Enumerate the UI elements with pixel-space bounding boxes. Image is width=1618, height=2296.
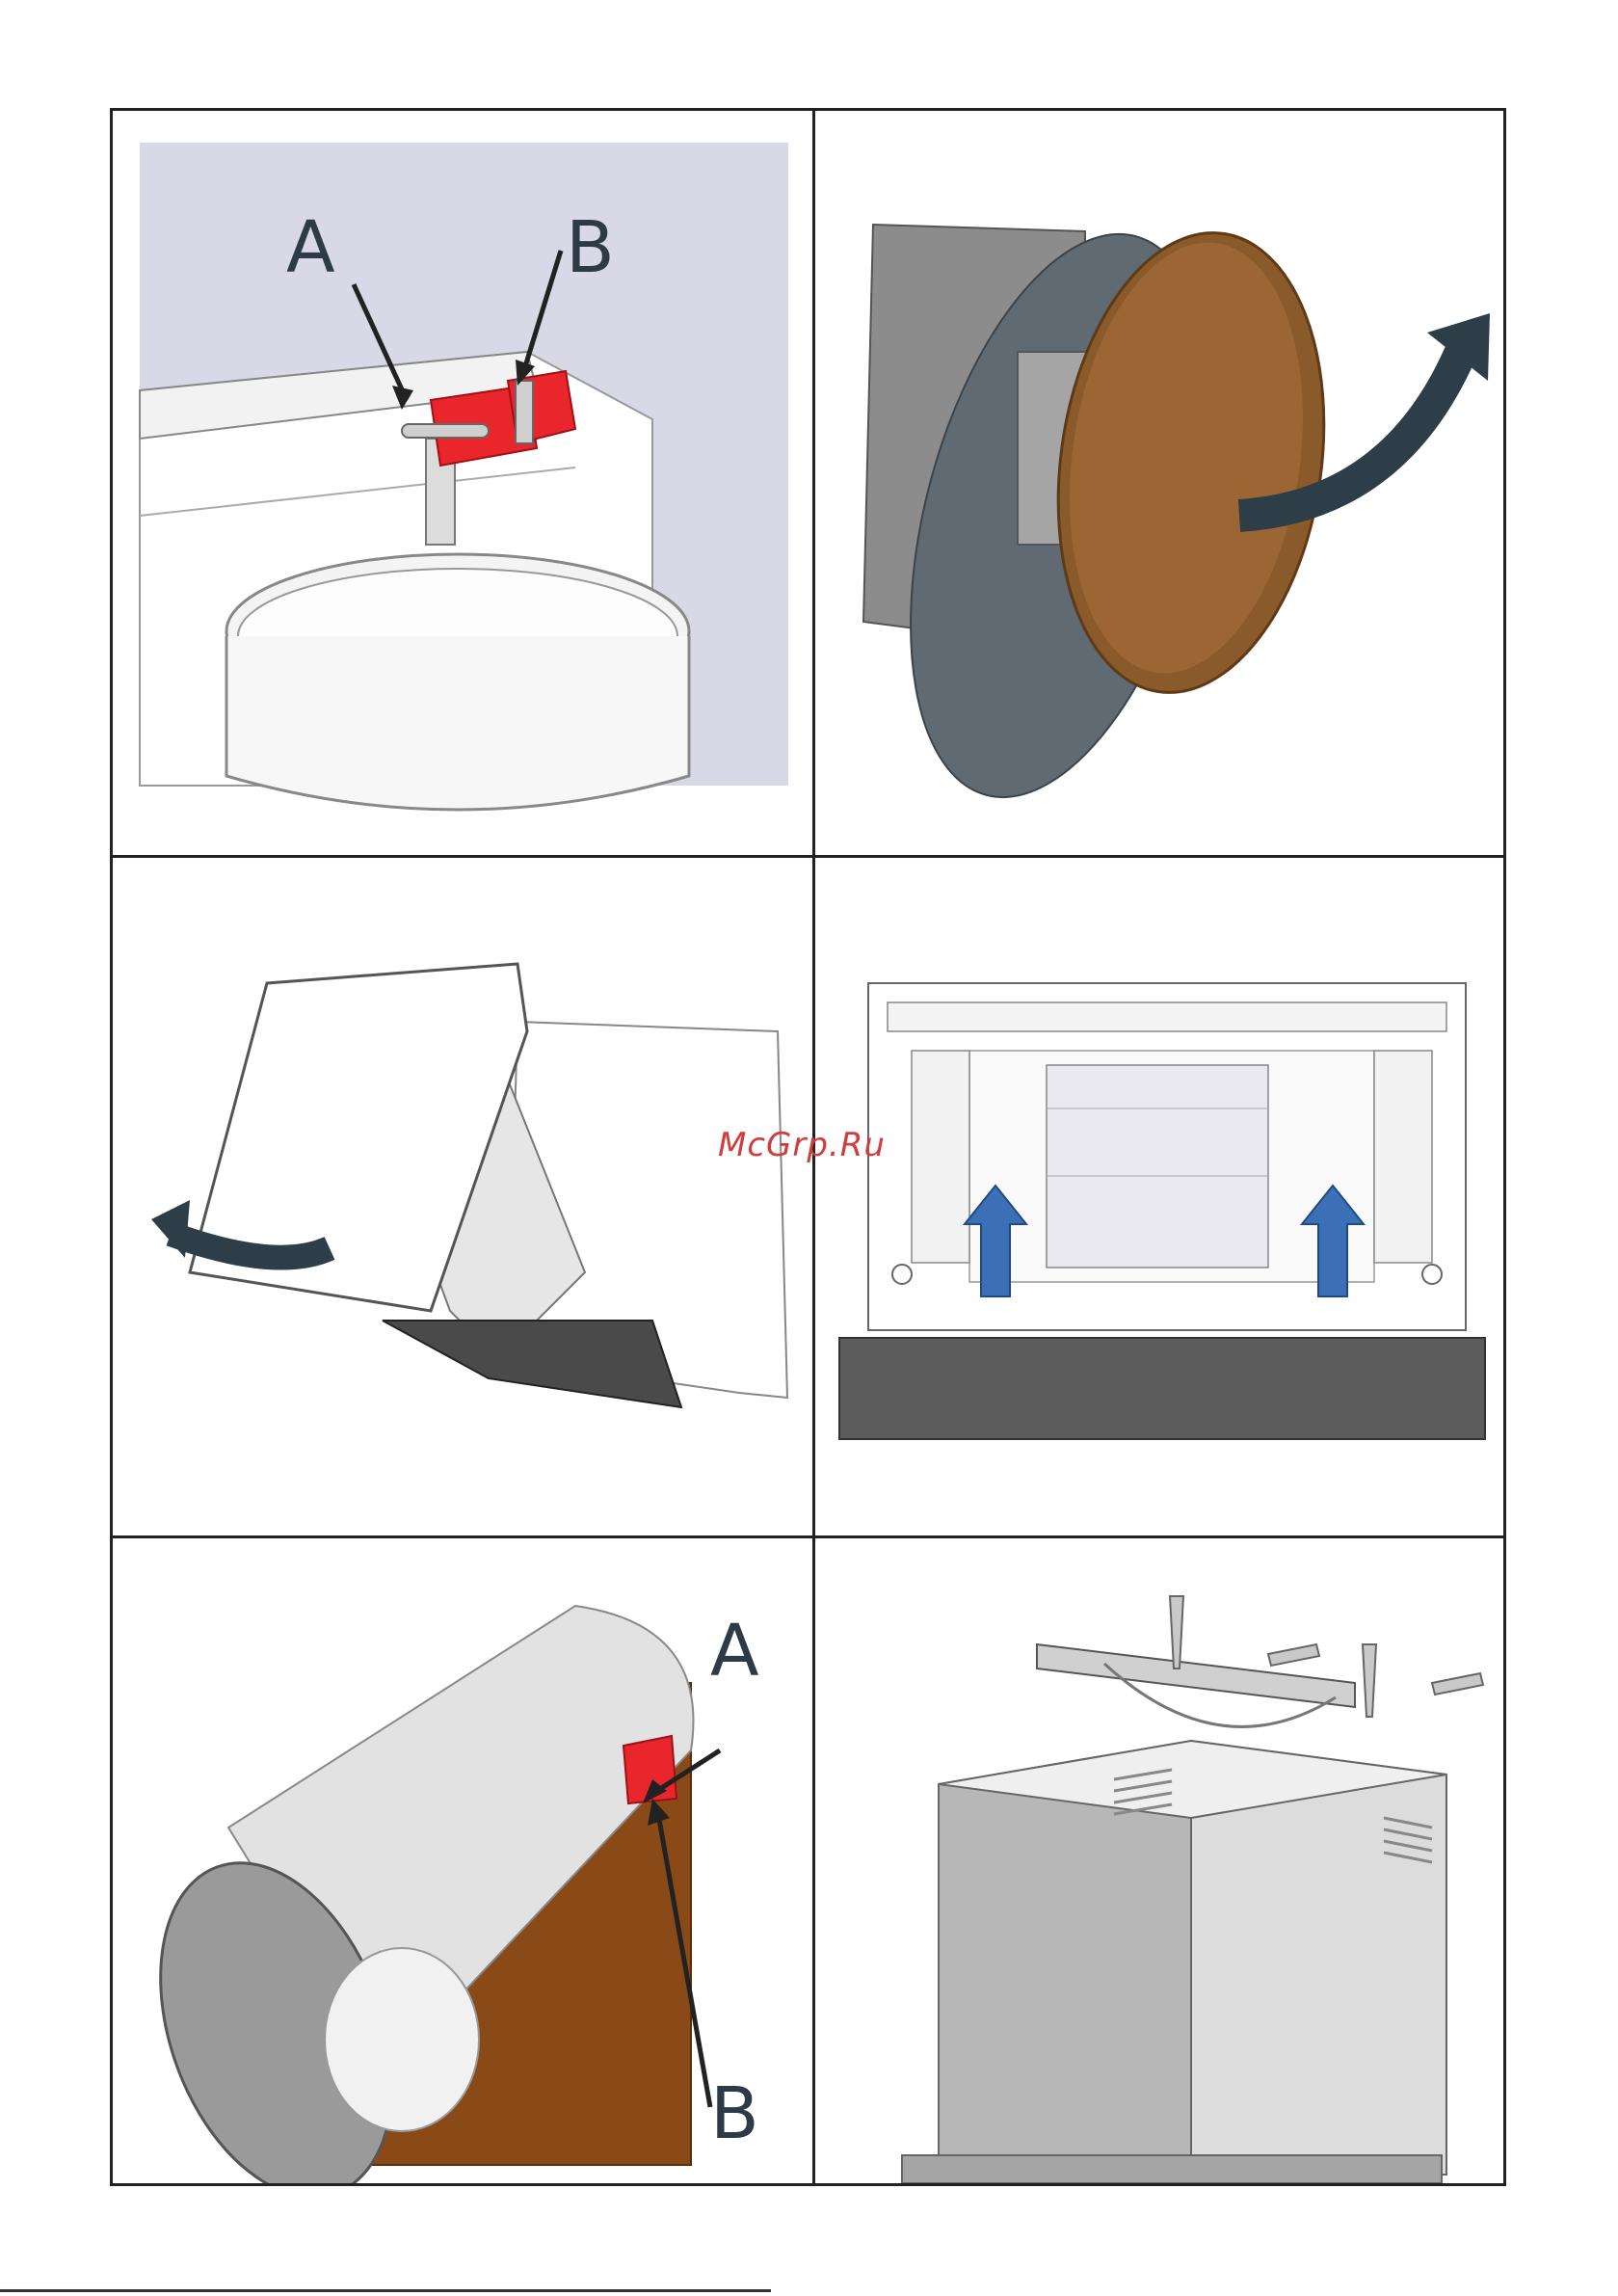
label-b: B: [566, 212, 615, 283]
label-b: B: [710, 2078, 759, 2149]
panel-3-tilt-glass-panel: [113, 858, 812, 1535]
label-a: A: [710, 1615, 759, 1687]
panel-5-illustration: [113, 1538, 812, 2183]
watermark: McGrp.Ru: [718, 1126, 886, 1164]
panel-6-chimney-mounting: [815, 1538, 1509, 2183]
panel-2-illustration: [815, 111, 1509, 855]
panel-1-bracket-screws: A B: [113, 111, 812, 855]
panel-3-illustration: [113, 858, 812, 1535]
panel-5-cylinder-bracket: A B: [113, 1538, 812, 2183]
panel-6-illustration: [815, 1538, 1509, 2183]
label-a: A: [286, 212, 335, 283]
panel-1-illustration: [113, 111, 812, 855]
panel-4-illustration: [815, 858, 1509, 1535]
panel-2-open-front-panel: [815, 111, 1509, 855]
footer-rule: [0, 2289, 771, 2292]
panel-4-lift-filter: [815, 858, 1509, 1535]
